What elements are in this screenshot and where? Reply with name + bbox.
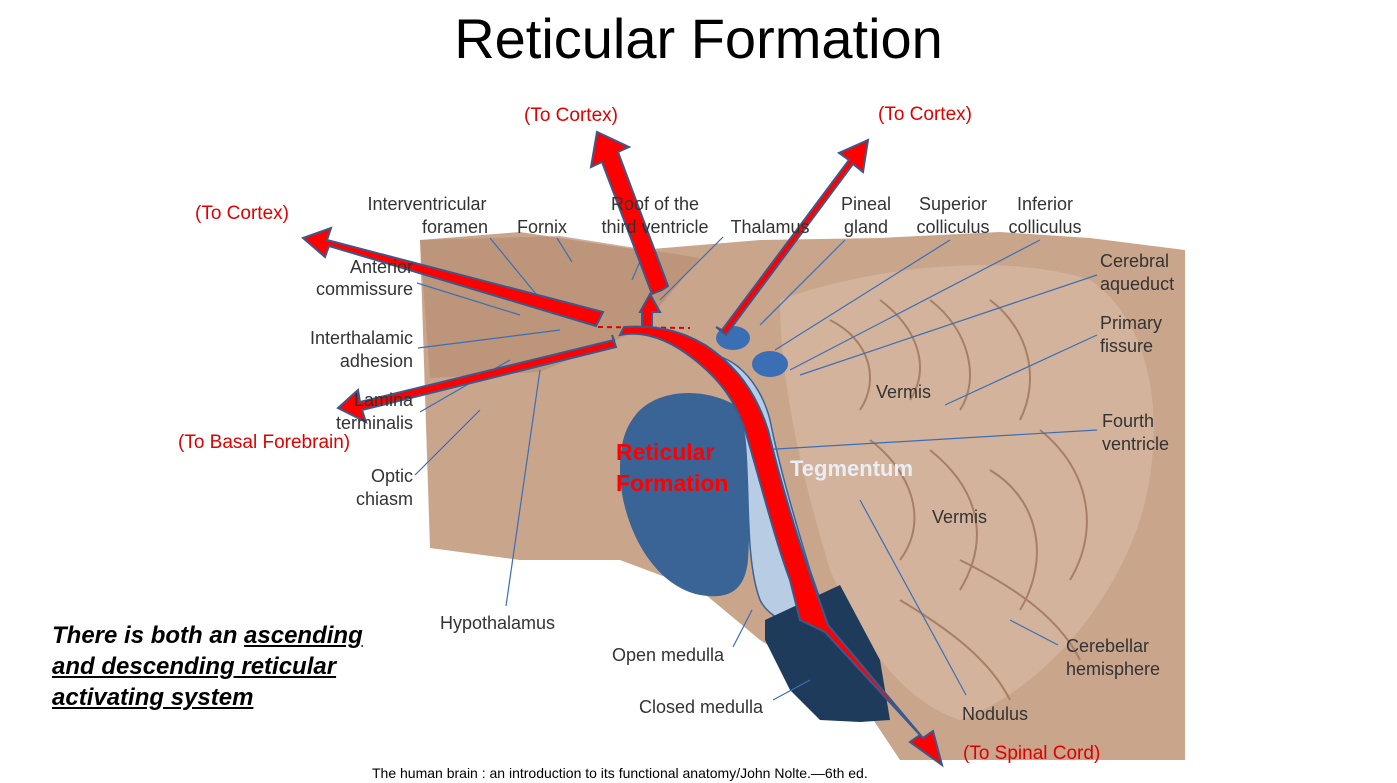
label-fourth-ventricle-2: ventricle: [1102, 434, 1169, 454]
label-cerebellar-hemisphere-1: Cerebellar: [1066, 636, 1149, 656]
label-hypothalamus: Hypothalamus: [440, 613, 555, 633]
label-cerebral-aqueduct-2: aqueduct: [1100, 274, 1174, 294]
arrow-small-up: [638, 291, 662, 329]
arrow-label-to-spinal-cord: (To Spinal Cord): [963, 743, 1100, 764]
anatomy-labels: Interventricular foramen Fornix Roof of …: [310, 194, 1174, 724]
arrow-to-cortex-right: [715, 138, 870, 337]
arrow-label-to-basal-forebrain: (To Basal Forebrain): [178, 432, 350, 453]
label-interventricular-foramen-1: Interventricular: [367, 194, 486, 214]
cerebellum-folia: [829, 299, 1088, 701]
arrow-label-to-cortex-center: (To Cortex): [524, 105, 618, 126]
label-cerebral-aqueduct-1: Cerebral: [1100, 251, 1169, 271]
colliculus-marker: [752, 351, 788, 377]
label-pineal-gland-2: gland: [844, 217, 888, 237]
label-lamina-terminalis-2: terminalis: [336, 413, 413, 433]
arrows: [301, 130, 944, 768]
label-interthalamic-adhesion-1: Interthalamic: [310, 328, 413, 348]
label-primary-fissure-1: Primary: [1100, 313, 1162, 333]
label-inferior-colliculus-1: Inferior: [1017, 194, 1073, 214]
label-optic-chiasm-2: chiasm: [356, 489, 413, 509]
label-open-medulla: Open medulla: [612, 645, 725, 665]
arrow-to-cortex-center: [589, 130, 670, 296]
label-primary-fissure-2: fissure: [1100, 336, 1153, 356]
label-cerebellar-hemisphere-2: hemisphere: [1066, 659, 1160, 679]
label-superior-colliculus-2: colliculus: [916, 217, 989, 237]
reticular-nucleus-dark: [620, 393, 751, 597]
label-fourth-ventricle-1: Fourth: [1102, 411, 1154, 431]
arrow-labels: (To Cortex) (To Cortex) (To Cortex) (To …: [178, 104, 1100, 764]
label-vermis-upper: Vermis: [876, 382, 931, 402]
source-credit: The human brain : an introduction to its…: [372, 765, 868, 781]
label-lamina-terminalis-1: Lamina: [354, 390, 414, 410]
slide-title: Reticular Formation: [454, 7, 943, 70]
label-roof-third-ventricle-2: third ventricle: [601, 217, 708, 237]
label-pineal-gland-1: Pineal: [841, 194, 891, 214]
brain-photo: [420, 232, 1185, 760]
label-anterior-commissure-1: Anterior: [350, 257, 413, 277]
arrow-to-cortex-left: [301, 226, 605, 328]
label-reticular-formation-1: Reticular: [616, 439, 714, 465]
label-fornix: Fornix: [517, 217, 567, 237]
label-tegmentum: Tegmentum: [790, 456, 913, 481]
note-prefix: There is both an: [52, 622, 245, 649]
label-thalamus: Thalamus: [730, 217, 809, 237]
arrow-descending-path: [618, 325, 944, 768]
label-nodulus: Nodulus: [962, 704, 1028, 724]
label-superior-colliculus-1: Superior: [919, 194, 987, 214]
label-interthalamic-adhesion-2: adhesion: [340, 351, 413, 371]
label-vermis-lower: Vermis: [932, 507, 987, 527]
label-reticular-formation-2: Formation: [616, 470, 728, 496]
arrow-label-to-cortex-right: (To Cortex): [878, 104, 972, 125]
activating-system-note: There is both an ascending and descendin…: [52, 620, 412, 713]
label-anterior-commissure-2: commissure: [316, 279, 413, 299]
label-optic-chiasm-1: Optic: [371, 466, 413, 486]
arrow-label-to-cortex-left: (To Cortex): [195, 203, 289, 224]
note-underlined: ascending and descending reticular activ…: [52, 622, 363, 711]
label-closed-medulla: Closed medulla: [639, 697, 764, 717]
label-interventricular-foramen-2: foramen: [422, 217, 488, 237]
arrow-to-basal-forebrain: [336, 334, 618, 424]
label-inferior-colliculus-2: colliculus: [1008, 217, 1081, 237]
label-roof-third-ventricle-1: Roof of the: [611, 194, 699, 214]
